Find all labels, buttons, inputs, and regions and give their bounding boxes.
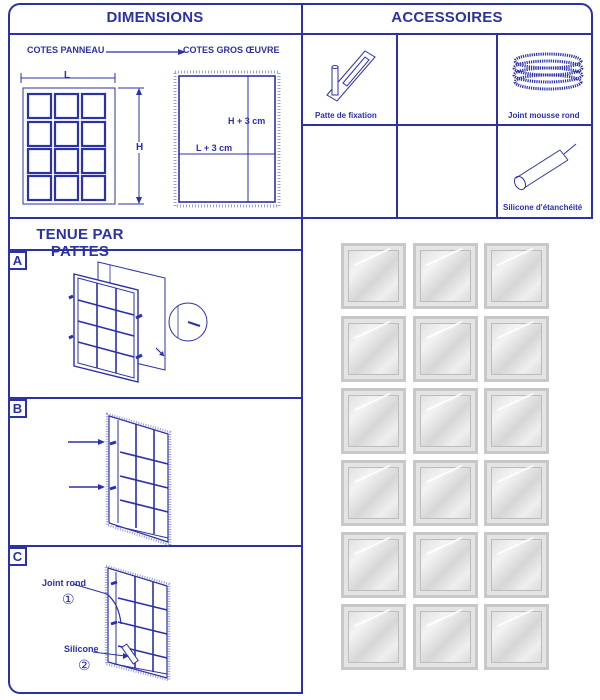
glass-block-panel-photo xyxy=(337,238,559,676)
glass-block xyxy=(484,388,549,454)
accessory-label: Silicone d'étanchéité xyxy=(503,203,583,212)
glass-block xyxy=(413,316,478,382)
height-plus-3cm-label: H + 3 cm xyxy=(228,116,266,126)
mounting-frame xyxy=(8,217,303,694)
glass-block xyxy=(484,532,549,598)
glass-block xyxy=(484,316,549,382)
header-divider xyxy=(8,33,593,35)
step-b-divider xyxy=(8,545,303,547)
joint-callout-label: Joint rond xyxy=(42,578,86,588)
glass-block xyxy=(413,243,478,309)
height-label: H xyxy=(136,142,144,153)
glass-block xyxy=(413,532,478,598)
accessories-col-divider-1 xyxy=(396,33,398,219)
panel-dimensions-label: COTES PANNEAU xyxy=(27,45,105,55)
foam-joint-coil-icon xyxy=(512,52,584,91)
step-tag-b: B xyxy=(8,399,27,418)
accessory-cell-silicone: Silicone d'étanchéité xyxy=(498,126,593,218)
glass-block xyxy=(413,388,478,454)
width-plus-3cm-label: L + 3 cm xyxy=(196,143,233,153)
mounting-title: TENUE PAR PATTES xyxy=(36,226,124,260)
accessories-title: ACCESSOIRES xyxy=(391,9,503,26)
step-tag-a: A xyxy=(8,251,27,270)
rough-opening-label: COTES GROS ŒUVRE xyxy=(183,45,280,55)
arrow-right-icon xyxy=(106,49,186,55)
silicone-tube-icon xyxy=(513,143,577,191)
glass-block xyxy=(341,243,406,309)
panel-diagram xyxy=(20,73,144,205)
width-label: L xyxy=(64,70,71,81)
step-b-illustration xyxy=(68,412,172,547)
dimensions-title: DIMENSIONS xyxy=(106,9,204,26)
glass-block xyxy=(413,604,478,670)
step-c-illustration xyxy=(72,564,171,682)
glass-block xyxy=(341,388,406,454)
glass-block xyxy=(484,243,549,309)
callout-number-2: ② xyxy=(78,657,91,673)
step-tag-c: C xyxy=(8,547,27,566)
glass-block xyxy=(341,532,406,598)
glass-block xyxy=(484,604,549,670)
glass-block xyxy=(413,460,478,526)
glass-block xyxy=(341,604,406,670)
glass-block xyxy=(341,460,406,526)
step-a-divider xyxy=(8,397,303,399)
accessory-label: Joint mousse rond xyxy=(508,111,580,120)
accessories-row-divider xyxy=(301,124,593,126)
fixing-bracket-icon xyxy=(326,50,376,102)
silicone-callout-label: Silicone xyxy=(64,644,99,654)
mounting-header-divider xyxy=(8,249,303,251)
accessory-cell-fixing-bracket: Patte de fixation xyxy=(303,35,396,124)
step-a-illustration xyxy=(68,261,208,383)
glass-block xyxy=(484,460,549,526)
top-section-divider xyxy=(301,3,303,219)
callout-number-1: ① xyxy=(62,591,75,607)
accessories-col-divider-2 xyxy=(496,33,498,219)
rough-opening-diagram xyxy=(173,70,281,208)
accessory-cell-foam-joint: Joint mousse rond xyxy=(498,35,593,124)
glass-block xyxy=(341,316,406,382)
accessory-label: Patte de fixation xyxy=(315,111,377,120)
